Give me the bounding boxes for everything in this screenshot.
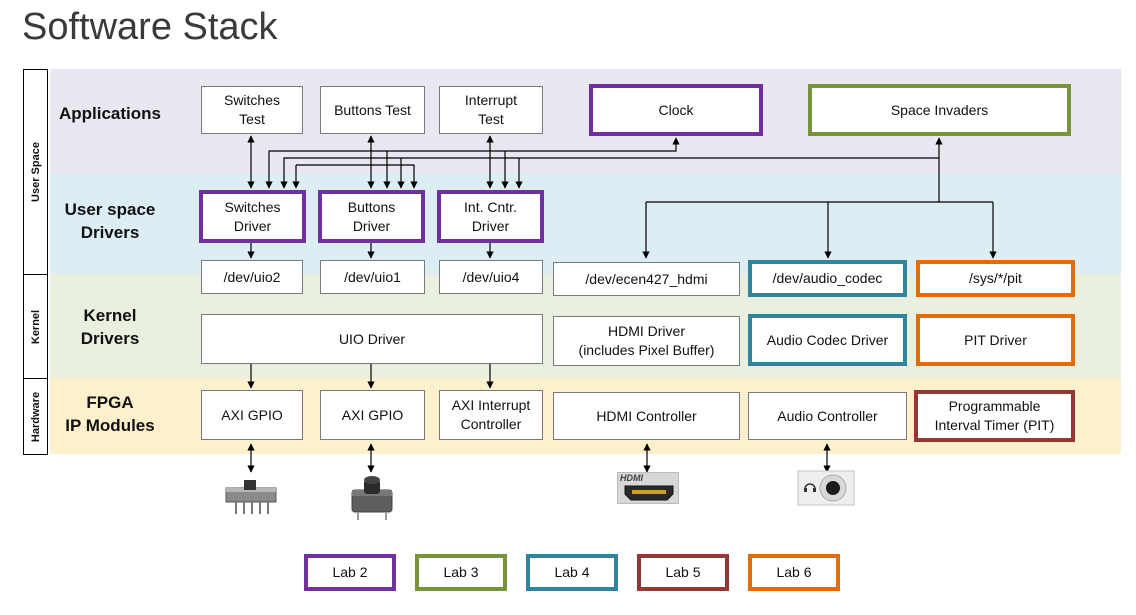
switches-test-app[interactable]: Switches Test [201,86,303,134]
buttons-test-app[interactable]: Buttons Test [320,86,425,134]
int-cntr-driver[interactable]: Int. Cntr. Driver [437,190,544,243]
dev-uio4[interactable]: /dev/uio4 [439,260,543,294]
audio-codec-driver[interactable]: Audio Codec Driver [748,314,907,366]
switches-driver[interactable]: Switches Driver [199,190,306,243]
legend-lab-2: Lab 2 [304,554,396,591]
legend-lab-5: Lab 5 [637,554,729,591]
sys-pit[interactable]: /sys/*/pit [916,260,1075,297]
legend-lab-4: Lab 4 [526,554,618,591]
uio-driver[interactable]: UIO Driver [201,314,543,364]
dev-uio2[interactable]: /dev/uio2 [201,260,303,294]
fpga-ip-modules-heading: FPGA IP Modules [65,393,155,435]
dev-ecen427-hdmi[interactable]: /dev/ecen427_hdmi [553,262,740,296]
user-space-layer-label: User Space [23,69,48,275]
hardware-layer-label: Hardware [23,378,48,455]
legend-lab-3: Lab 3 [415,554,507,591]
slide-switch-icon [225,480,277,514]
audio-jack-icon [797,470,855,506]
buttons-driver[interactable]: Buttons Driver [318,190,425,243]
axi-gpio-buttons[interactable]: AXI GPIO [320,390,425,440]
dev-audio-codec[interactable]: /dev/audio_codec [748,260,907,297]
pit-driver[interactable]: PIT Driver [916,314,1075,366]
pit-ip-module[interactable]: Programmable Interval Timer (PIT) [914,390,1075,442]
legend-lab-6: Lab 6 [748,554,840,591]
hdmi-port-label: HDMI [620,473,643,483]
axi-gpio-switches[interactable]: AXI GPIO [201,390,303,440]
dev-uio1[interactable]: /dev/uio1 [320,260,425,294]
axi-interrupt-controller[interactable]: AXI Interrupt Controller [439,390,543,440]
clock-app[interactable]: Clock [589,84,763,136]
hdmi-driver[interactable]: HDMI Driver (includes Pixel Buffer) [553,316,740,366]
interrupt-test-app[interactable]: Interrupt Test [439,86,543,134]
audio-controller[interactable]: Audio Controller [748,392,907,440]
push-button-icon [351,476,393,520]
hdmi-port-icon: HDMI [617,472,679,504]
space-invaders-app[interactable]: Space Invaders [808,84,1071,136]
user-space-drivers-heading: User space Drivers [64,200,156,242]
applications-heading: Applications [58,104,161,123]
page-title: Software Stack [22,6,278,48]
kernel-drivers-heading: Kernel Drivers [80,306,140,348]
hdmi-controller[interactable]: HDMI Controller [553,392,740,440]
kernel-layer-label: Kernel [23,274,48,379]
